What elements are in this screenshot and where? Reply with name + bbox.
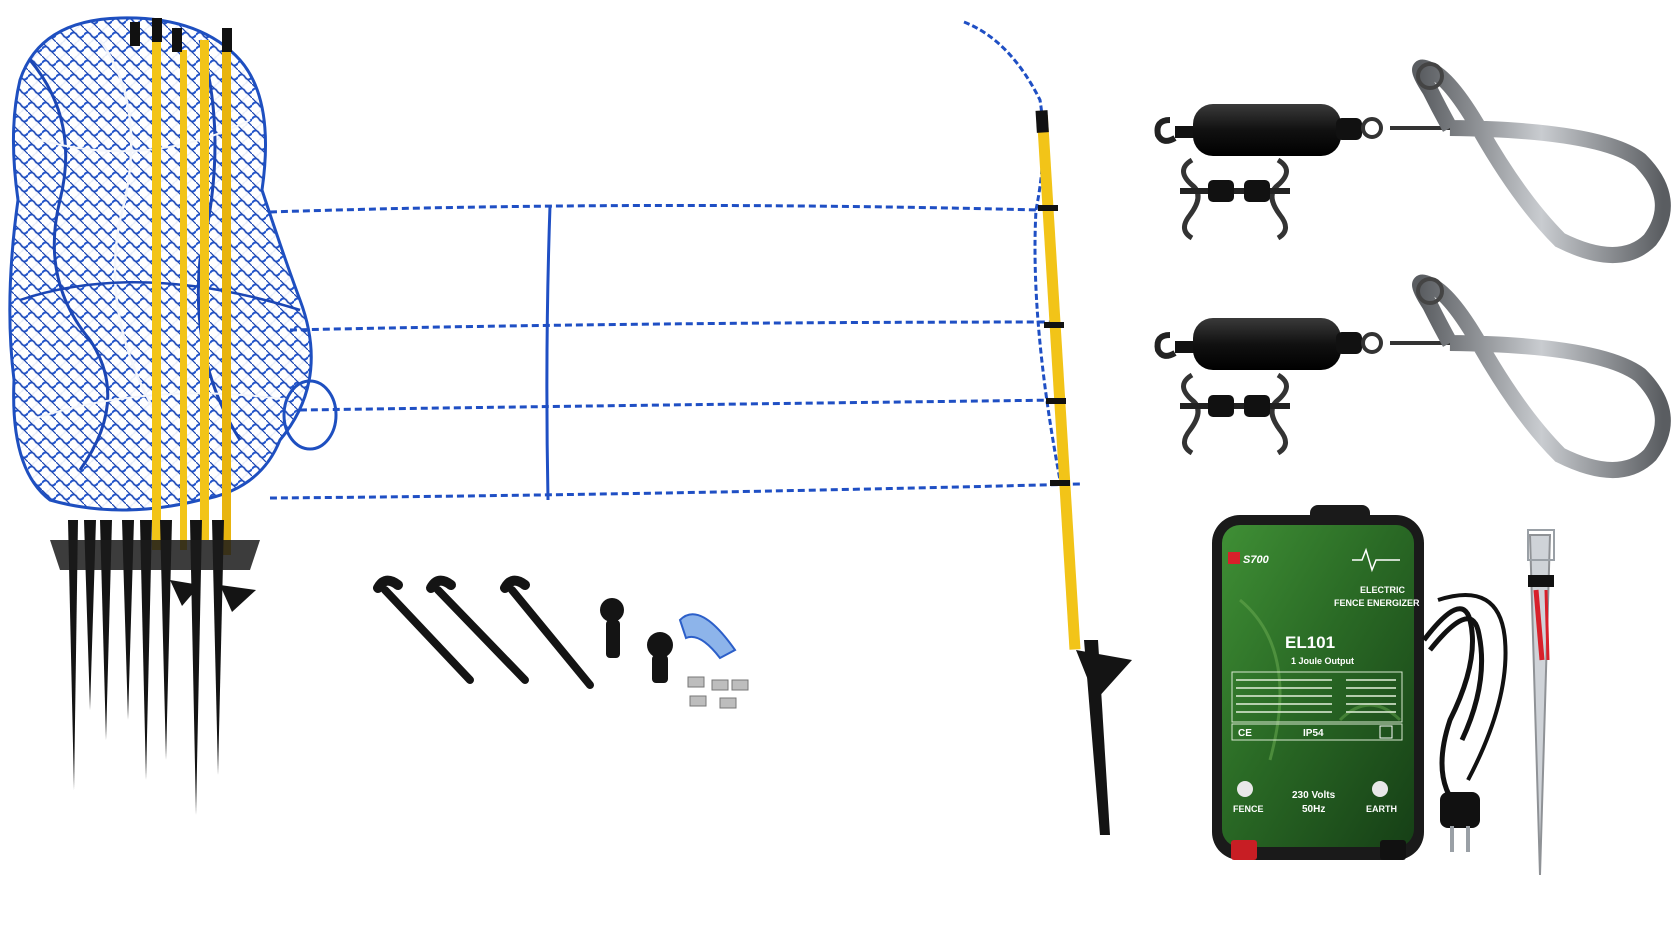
energizer-ip-rating: IP54: [1303, 728, 1324, 739]
energizer-voltage: 230 Volts: [1292, 790, 1336, 801]
fence-energizer: S700 ELECTRIC FENCE ENERGIZER EL101 1 Jo…: [1212, 505, 1424, 860]
gate-handle-set-1: [1154, 59, 1671, 263]
stretched-netting: [269, 20, 1081, 501]
fence-tester-probe: [1527, 529, 1555, 876]
energizer-heading-line2: FENCE ENERGIZER: [1334, 598, 1420, 608]
energizer-output: 1 Joule Output: [1291, 656, 1354, 666]
fence-posts-bundle: [130, 18, 232, 555]
energizer-ce-mark: CE: [1238, 728, 1252, 739]
fence-terminal-knob: [1231, 840, 1257, 860]
terminal-fence-label: FENCE: [1233, 804, 1264, 814]
small-accessories: [600, 598, 749, 709]
fence-spikes-bundle: [50, 520, 260, 815]
power-cable-plug: [1422, 593, 1508, 852]
gate-handle-set-2: [1154, 274, 1671, 478]
energizer-spec-panel: [1231, 671, 1403, 723]
energizer-spec-lines: [1236, 679, 1396, 713]
energizer-brand: S700: [1243, 554, 1270, 566]
energizer-frequency: 50Hz: [1302, 804, 1325, 815]
earth-terminal-knob: [1380, 840, 1406, 860]
energizer-model: EL101: [1285, 633, 1335, 652]
standing-fence-post: [1035, 110, 1132, 835]
rolled-netting-bundle: [8, 16, 338, 815]
energizer-heading-line1: ELECTRIC: [1360, 585, 1406, 595]
fence-terminal-icon: [1237, 781, 1253, 797]
ground-pegs: [373, 575, 594, 689]
earth-terminal-icon: [1372, 781, 1388, 797]
terminal-earth-label: EARTH: [1366, 804, 1397, 814]
